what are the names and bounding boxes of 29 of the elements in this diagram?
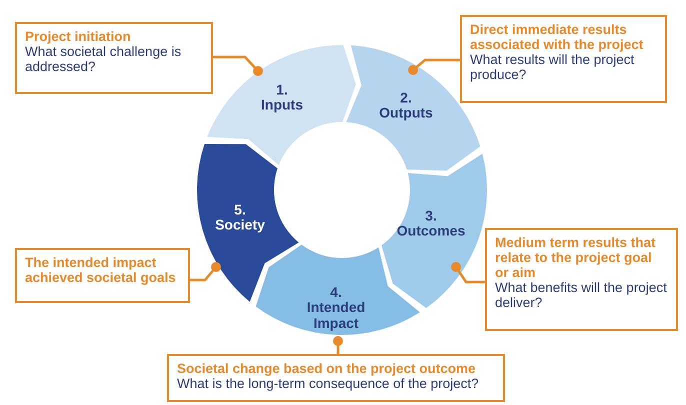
callout-question: What results will the project produce? xyxy=(470,52,636,82)
callout-box xyxy=(460,15,667,103)
step-label: Inputs xyxy=(260,98,304,114)
callout-heading: Medium term results that relate to the project goal or aim xyxy=(495,235,657,280)
step-number: 5. xyxy=(233,202,247,218)
callout-heading: Societal change based on the project outcome xyxy=(177,361,477,376)
step-label: Intended Impact xyxy=(306,300,366,332)
callout-heading: The intended impact achieved societal goals xyxy=(25,255,177,286)
leader-line xyxy=(213,56,263,76)
step-label: Outputs xyxy=(378,106,434,122)
step-number: 4. xyxy=(329,284,343,300)
step-number: 3. xyxy=(424,208,438,224)
leader-line xyxy=(333,336,343,354)
step-label: Society xyxy=(214,218,266,234)
callout-box xyxy=(15,22,213,94)
callout-heading: Direct immediate results associated with the project xyxy=(470,22,644,52)
callout-question: What societal challenge is addressed? xyxy=(25,44,182,74)
leader-line xyxy=(451,262,485,284)
callout-heading: Project initiation xyxy=(25,29,132,44)
callout-question: What benefits will the project deliver? xyxy=(495,280,668,311)
callout-question: What is the long-term consequence of the project? xyxy=(177,376,480,392)
leader-line xyxy=(190,262,221,282)
step-number: 2. xyxy=(399,90,413,106)
leader-line xyxy=(408,58,460,75)
callout-box xyxy=(485,228,678,331)
callout-box xyxy=(167,354,505,402)
step-label: Outcomes xyxy=(396,224,466,240)
callout-box xyxy=(15,248,190,303)
step-number: 1. xyxy=(275,82,289,98)
